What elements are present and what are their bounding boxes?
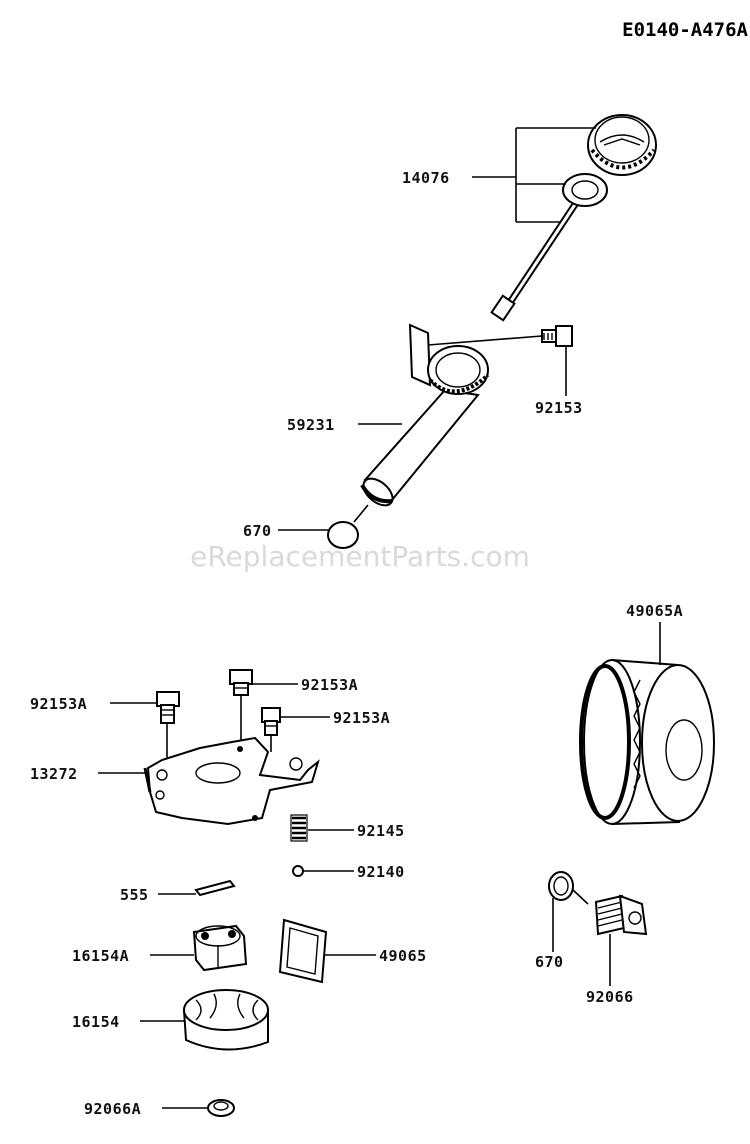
dipstick-14076[interactable] (490, 114, 657, 322)
oil-filter-49065A[interactable] (579, 659, 715, 850)
o-ring-670-b[interactable] (548, 871, 574, 901)
tube-59231[interactable] (359, 323, 490, 511)
label-92153A-right[interactable]: 92153A (333, 709, 390, 727)
label-92066A[interactable]: 92066A (84, 1100, 141, 1118)
label-92140[interactable]: 92140 (357, 863, 405, 881)
label-670-a[interactable]: 670 (243, 522, 272, 540)
gasket-49065[interactable] (278, 918, 328, 984)
drain-plug-92066[interactable] (594, 894, 648, 936)
label-92153A-mid[interactable]: 92153A (301, 676, 358, 694)
label-59231[interactable]: 59231 (287, 416, 335, 434)
label-49065A[interactable]: 49065A (626, 602, 683, 620)
label-14076[interactable]: 14076 (402, 169, 450, 187)
bolt-92153A-right[interactable] (261, 707, 281, 736)
ball-92140[interactable] (292, 865, 304, 877)
label-670-b[interactable]: 670 (535, 953, 564, 971)
label-16154[interactable]: 16154 (72, 1013, 120, 1031)
label-92066[interactable]: 92066 (586, 988, 634, 1006)
label-92145[interactable]: 92145 (357, 822, 405, 840)
o-ring-670-a[interactable] (327, 521, 359, 549)
rotor-16154A[interactable] (192, 924, 248, 972)
plate-13272[interactable] (143, 736, 320, 826)
bolt-92153[interactable] (541, 325, 573, 347)
label-92153A-left[interactable]: 92153A (30, 695, 87, 713)
watermark: eReplacementParts.com (190, 540, 530, 573)
bolt-92153A-mid[interactable] (229, 669, 253, 696)
label-555[interactable]: 555 (120, 886, 149, 904)
label-49065[interactable]: 49065 (379, 947, 427, 965)
pin-555[interactable] (194, 879, 236, 897)
leader-670-b-right (572, 889, 589, 905)
label-13272[interactable]: 13272 (30, 765, 78, 783)
leader-92153-top (427, 335, 543, 346)
spring-92145[interactable] (290, 814, 308, 842)
diagram-code: E0140-A476A (622, 19, 748, 41)
label-16154A[interactable]: 16154A (72, 947, 129, 965)
leader-670-a-up (353, 504, 369, 523)
rotor-16154[interactable] (182, 989, 269, 1051)
bolt-92153A-left[interactable] (156, 691, 180, 724)
leader-14076 (472, 127, 596, 223)
label-92153[interactable]: 92153 (535, 399, 583, 417)
washer-92066A[interactable] (207, 1099, 235, 1117)
